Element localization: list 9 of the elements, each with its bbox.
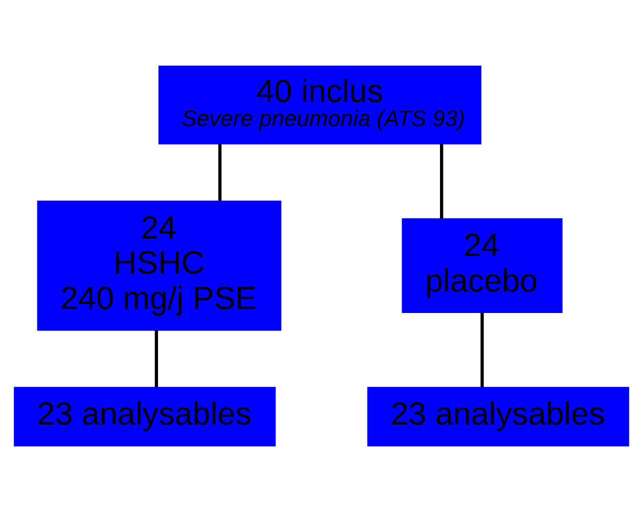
connector [218,144,222,201]
node-box: 24 placebo [402,218,562,314]
node-box: 40 inclus Severe pneumonia (ATS 93) [158,66,482,144]
connector [440,144,444,219]
node-box: 23 analysables [367,386,630,446]
connector [480,312,484,388]
connector [154,330,158,388]
node-box: 24 HSHC 240 mg/j PSE [37,200,282,331]
node-box: 23 analysables [14,386,276,446]
